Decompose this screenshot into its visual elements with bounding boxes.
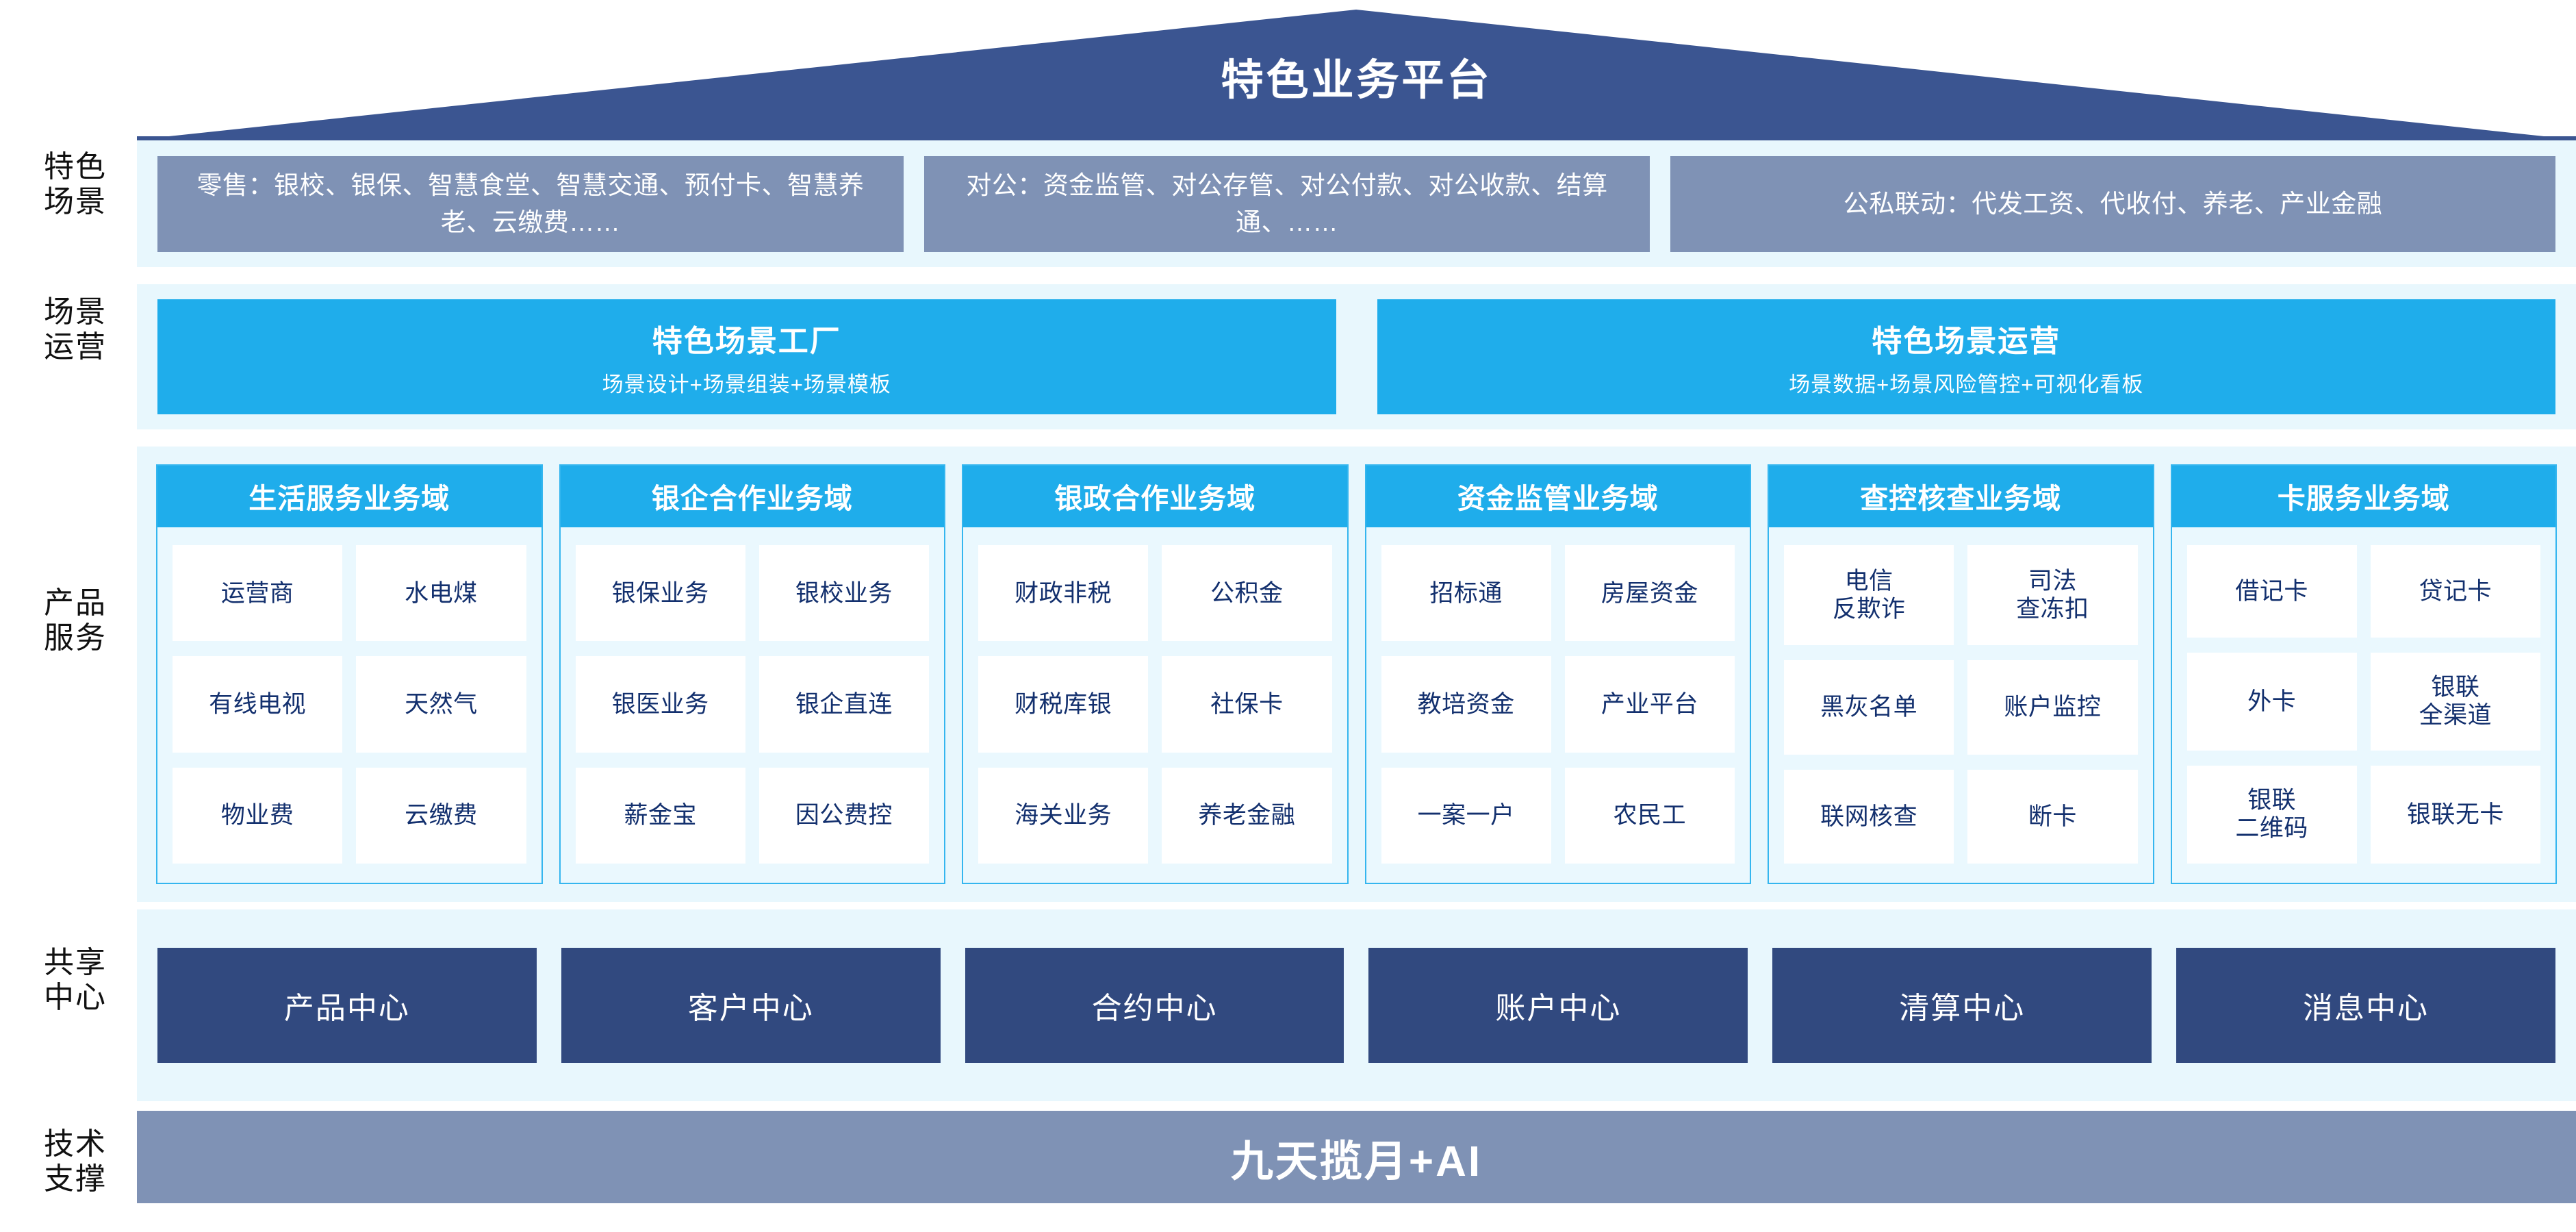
- product-domain-title: 生活服务业务域: [157, 466, 541, 527]
- product-domain-title: 银政合作业务域: [963, 466, 1347, 527]
- product-domain: 卡服务业务域借记卡贷记卡外卡银联 全渠道银联 二维码银联无卡: [2170, 464, 2557, 884]
- product-domain-title: 资金监管业务域: [1366, 466, 1750, 527]
- product-chip[interactable]: 借记卡: [2186, 545, 2357, 638]
- product-chip[interactable]: 社保卡: [1162, 656, 1332, 753]
- product-chip[interactable]: 司法 查冻扣: [1967, 545, 2138, 646]
- product-domain-grid: 借记卡贷记卡外卡银联 全渠道银联 二维码银联无卡: [2172, 527, 2556, 883]
- product-chip[interactable]: 外卡: [2186, 652, 2357, 751]
- tech-support-bar[interactable]: 九天揽月+AI: [137, 1111, 2576, 1203]
- product-chip[interactable]: 教培资金: [1381, 656, 1551, 753]
- platform-roof-banner: 特色业务平台: [137, 10, 2576, 147]
- product-chip[interactable]: 财政非税: [978, 545, 1149, 642]
- product-domain-title: 卡服务业务域: [2171, 466, 2555, 527]
- product-chip[interactable]: 联网核查: [1784, 769, 1954, 864]
- product-chip[interactable]: 物业费: [173, 767, 343, 864]
- product-chip[interactable]: 养老金融: [1162, 767, 1332, 864]
- operation-title: 特色场景工厂: [652, 324, 841, 358]
- scenario-box-public-private[interactable]: 公私联动：代发工资、代收付、养老、产业金融: [1670, 155, 2555, 252]
- product-domain-grid: 招标通房屋资金教培资金产业平台一案一户农民工: [1366, 527, 1750, 883]
- product-chip[interactable]: 薪金宝: [575, 767, 745, 864]
- product-chip[interactable]: 房屋资金: [1564, 545, 1735, 642]
- product-chip[interactable]: 水电煤: [356, 545, 526, 642]
- product-domain-grid: 电信 反欺诈司法 查冻扣黑灰名单账户监控联网核查断卡: [1769, 527, 2153, 883]
- rail-label-product: 产品 服务: [44, 586, 107, 655]
- product-chip[interactable]: 云缴费: [356, 767, 526, 864]
- operation-band: 特色场景工厂 场景设计+场景组装+场景模板 特色场景运营 场景数据+场景风险管控…: [137, 284, 2576, 429]
- product-chip[interactable]: 财税库银: [978, 656, 1149, 753]
- product-chip[interactable]: 银联 全渠道: [2370, 652, 2540, 751]
- product-chip[interactable]: 一案一户: [1381, 767, 1551, 864]
- product-chip[interactable]: 银医业务: [575, 656, 745, 753]
- product-chip[interactable]: 银联无卡: [2370, 765, 2540, 864]
- product-chip[interactable]: 银保业务: [575, 545, 745, 642]
- rail-label-shared: 共享 中心: [44, 946, 107, 1015]
- rail-label-scenario: 特色 场景: [44, 150, 107, 219]
- shared-center-box[interactable]: 客户中心: [561, 948, 941, 1063]
- product-chip[interactable]: 运营商: [173, 545, 343, 642]
- product-domain-title: 查控核查业务域: [1769, 466, 2153, 527]
- product-domain: 银政合作业务域财政非税公积金财税库银社保卡海关业务养老金融: [962, 464, 1349, 884]
- product-chip[interactable]: 招标通: [1381, 545, 1551, 642]
- scenario-box-retail[interactable]: 零售：银校、银保、智慧食堂、智慧交通、预付卡、智慧养老、云缴费……: [157, 155, 904, 252]
- product-chip[interactable]: 海关业务: [978, 767, 1149, 864]
- product-chip[interactable]: 黑灰名单: [1784, 660, 1954, 755]
- operation-box-scene-factory[interactable]: 特色场景工厂 场景设计+场景组装+场景模板: [157, 299, 1336, 414]
- product-domain: 银企合作业务域银保业务银校业务银医业务银企直连薪金宝因公费控: [559, 464, 945, 884]
- product-domain: 查控核查业务域电信 反欺诈司法 查冻扣黑灰名单账户监控联网核查断卡: [1768, 464, 2154, 884]
- shared-center-box[interactable]: 合约中心: [965, 948, 1344, 1063]
- product-chip[interactable]: 因公费控: [758, 767, 929, 864]
- product-chip[interactable]: 贷记卡: [2370, 545, 2540, 638]
- operation-box-scene-operation[interactable]: 特色场景运营 场景数据+场景风险管控+可视化看板: [1377, 299, 2555, 414]
- product-domain-title: 银企合作业务域: [560, 466, 944, 527]
- product-chip[interactable]: 银联 二维码: [2186, 765, 2357, 864]
- product-chip[interactable]: 电信 反欺诈: [1784, 545, 1954, 646]
- product-chip[interactable]: 账户监控: [1967, 660, 2138, 755]
- rail-label-operation: 场景 运营: [44, 295, 107, 364]
- operation-subtitle: 场景数据+场景风险管控+可视化看板: [1789, 372, 2144, 397]
- scenario-band: 零售：银校、银保、智慧食堂、智慧交通、预付卡、智慧养老、云缴费…… 对公：资金监…: [137, 140, 2576, 267]
- operation-subtitle: 场景设计+场景组装+场景模板: [602, 372, 891, 397]
- operation-title: 特色场景运营: [1872, 324, 2061, 358]
- shared-band: 产品中心客户中心合约中心账户中心清算中心消息中心: [137, 909, 2576, 1101]
- page-title: 特色业务平台: [1221, 57, 1492, 104]
- product-domain: 生活服务业务域运营商水电煤有线电视天然气物业费云缴费: [156, 464, 543, 884]
- product-band: 生活服务业务域运营商水电煤有线电视天然气物业费云缴费银企合作业务域银保业务银校业…: [137, 447, 2576, 902]
- product-chip[interactable]: 银企直连: [758, 656, 929, 753]
- shared-center-box[interactable]: 消息中心: [2176, 948, 2555, 1063]
- product-domain-grid: 银保业务银校业务银医业务银企直连薪金宝因公费控: [561, 527, 945, 883]
- rail-label-tech: 技术 支撑: [44, 1127, 107, 1196]
- product-domain: 资金监管业务域招标通房屋资金教培资金产业平台一案一户农民工: [1364, 464, 1751, 884]
- shared-center-box[interactable]: 清算中心: [1772, 948, 2152, 1063]
- product-chip[interactable]: 有线电视: [173, 656, 343, 753]
- product-chip[interactable]: 银校业务: [758, 545, 929, 642]
- product-chip[interactable]: 产业平台: [1564, 656, 1735, 753]
- scenario-box-corporate[interactable]: 对公：资金监管、对公存管、对公付款、对公收款、结算通、……: [924, 155, 1650, 252]
- product-domain-grid: 财政非税公积金财税库银社保卡海关业务养老金融: [963, 527, 1347, 883]
- product-chip[interactable]: 农民工: [1564, 767, 1735, 864]
- product-domain-grid: 运营商水电煤有线电视天然气物业费云缴费: [157, 527, 541, 883]
- shared-center-box[interactable]: 账户中心: [1368, 948, 1748, 1063]
- shared-center-box[interactable]: 产品中心: [157, 948, 537, 1063]
- product-chip[interactable]: 天然气: [356, 656, 526, 753]
- product-chip[interactable]: 断卡: [1967, 769, 2138, 864]
- product-chip[interactable]: 公积金: [1162, 545, 1332, 642]
